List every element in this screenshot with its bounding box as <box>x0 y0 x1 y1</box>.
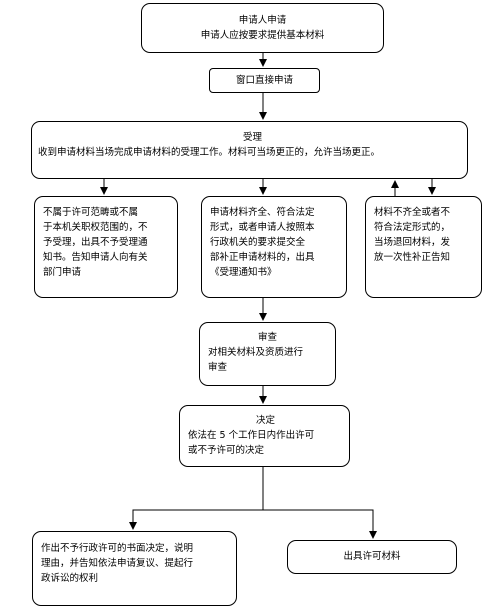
node-incomplete-line: 当场退回材料，发 <box>374 237 451 248</box>
node-issue-title: 出具许可材料 <box>343 551 401 562</box>
node-incomplete-line: 放一次性补正告知 <box>374 252 451 263</box>
node-reject-line: 予受理，出具不予受理通 <box>43 237 148 248</box>
node-reject-line: 不属于许可范畴或不属 <box>43 207 139 218</box>
node-complete-line: 部补正申请材料的，出具 <box>210 252 315 263</box>
node-issue: 出具许可材料 <box>287 540 457 574</box>
node-complete-line: 申请材料齐全、符合法定 <box>210 207 315 218</box>
node-window: 窗口直接申请 <box>209 68 320 93</box>
node-review-title: 审查 <box>257 332 277 343</box>
node-reject-line: 部门申请 <box>43 267 82 278</box>
node-review-line: 对相关材料及资质进行 <box>208 347 304 358</box>
node-deny-line: 政诉讼的权利 <box>41 573 99 584</box>
node-reject-line: 于本机关职权范围的，不 <box>43 222 148 233</box>
node-complete-line: 形式，或者申请人按照本 <box>210 222 315 233</box>
node-accept: 受理 收到申请材料当场完成申请材料的受理工作。材料可当场更正的，允许当场更正。 <box>31 121 468 179</box>
node-complete: 申请材料齐全、符合法定 形式，或者申请人按照本 行政机关的要求提交全 部补正申请… <box>201 196 347 298</box>
node-review-line: 审查 <box>208 362 228 373</box>
node-decide-line: 依法在 5 个工作日内作出许可 <box>188 430 315 441</box>
node-review: 审查 对相关材料及资质进行 审查 <box>199 322 336 386</box>
node-complete-line: 行政机关的要求提交全 <box>210 237 306 248</box>
node-reject: 不属于许可范畴或不属 于本机关职权范围的，不 予受理，出具不予受理通 知书。告知… <box>34 196 178 298</box>
node-complete-line: 《受理通知书》 <box>210 267 277 278</box>
arrow-decide-to-deny <box>129 467 264 530</box>
node-deny-line: 作出不予行政许可的书面决定，说明 <box>41 543 194 554</box>
node-apply-title: 申请人申请 <box>238 15 287 26</box>
node-accept-title: 受理 <box>242 132 262 143</box>
node-accept-text: 收到申请材料当场完成申请材料的受理工作。材料可当场更正的，允许当场更正。 <box>38 147 381 158</box>
node-decide-line: 或不予许可的决定 <box>188 445 265 456</box>
node-incomplete-line: 材料不齐全或者不 <box>374 207 451 218</box>
node-deny-line: 理由，并告知依法申请复议、提起行 <box>41 558 194 569</box>
node-apply-text: 申请人应按要求提供基本材料 <box>200 30 325 41</box>
arrow-decide-to-issue <box>263 509 377 539</box>
node-apply: 申请人申请 申请人应按要求提供基本材料 <box>141 3 384 53</box>
node-decide: 决定 依法在 5 个工作日内作出许可 或不予许可的决定 <box>179 405 350 467</box>
node-incomplete-line: 符合法定形式的， <box>374 222 451 233</box>
node-window-title: 窗口直接申请 <box>235 75 293 86</box>
node-decide-title: 决定 <box>255 415 275 426</box>
node-reject-line: 知书。告知申请人向有关 <box>43 252 148 263</box>
node-deny: 作出不予行政许可的书面决定，说明 理由，并告知依法申请复议、提起行 政诉讼的权利 <box>32 531 237 606</box>
node-incomplete: 材料不齐全或者不 符合法定形式的， 当场退回材料，发 放一次性补正告知 <box>365 196 482 298</box>
